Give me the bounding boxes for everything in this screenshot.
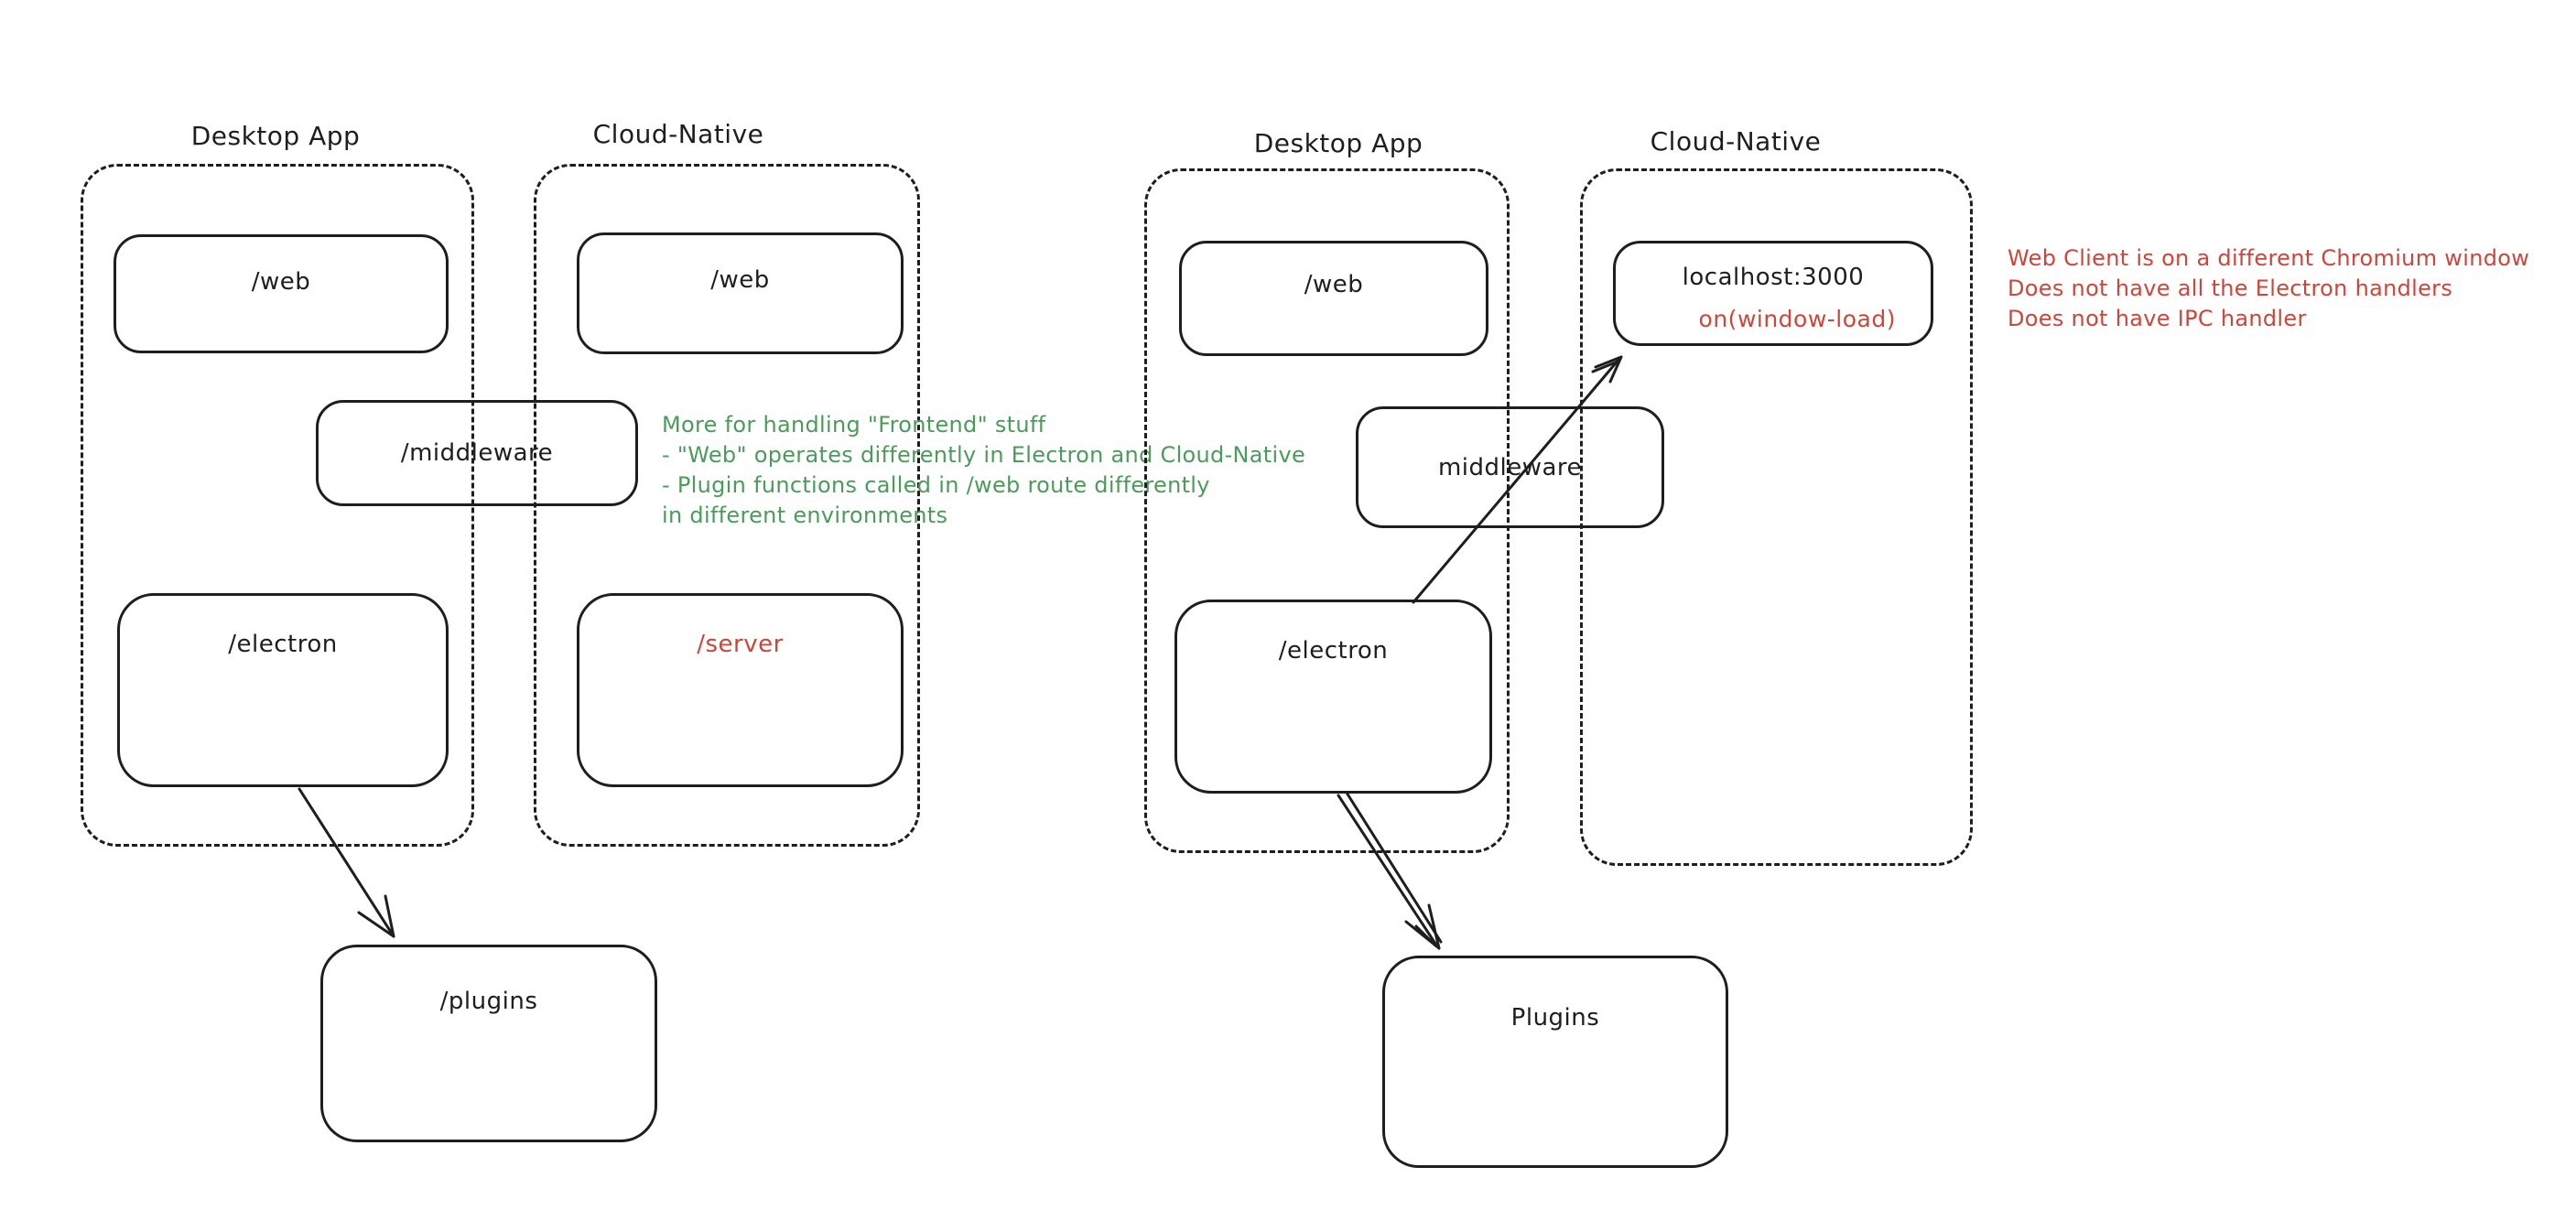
localhost-label: localhost:3000 [1682,264,1865,291]
left-cloud-web-label: /web [710,266,770,294]
left-server-label: /server [697,631,784,658]
red-annotation-line: Does not have IPC handler [2008,306,2307,331]
right-cloud-group-label[interactable]: Cloud-Native [1650,126,1822,157]
red-annotation-line: Does not have all the Electron handlers [2008,276,2453,301]
left-middleware-label: /middleware [400,439,554,467]
red-annotation[interactable]: Web Client is on a different Chromium wi… [2008,243,2529,334]
right-desktop-web-label: /web [1304,271,1364,298]
left-plugins-box[interactable]: /plugins [320,945,657,1142]
left-cloud-web-box[interactable]: /web [577,232,904,354]
green-annotation-line: - Plugin functions called in /web route … [662,472,1210,498]
right-desktop-web-box[interactable]: /web [1179,241,1488,356]
window-load-label: on(window-load) [1698,306,1896,332]
right-electron-box[interactable]: /electron [1174,600,1492,794]
red-annotation-line: Web Client is on a different Chromium wi… [2008,245,2530,271]
left-plugins-label: /plugins [439,988,538,1015]
left-middleware-box[interactable]: /middleware [316,400,638,506]
right-electron-label: /electron [1278,637,1389,665]
green-annotation-line: in different environments [662,503,948,528]
right-middleware-box[interactable]: middleware [1356,406,1664,528]
right-plugins-box[interactable]: Plugins [1382,956,1728,1168]
right-plugins-label: Plugins [1510,1004,1600,1032]
left-server-box[interactable]: /server [577,593,904,787]
right-middleware-label: middleware [1437,453,1583,481]
right-desktop-group-label[interactable]: Desktop App [1253,128,1423,158]
green-annotation-line: More for handling "Frontend" stuff [662,412,1046,438]
localhost-box[interactable]: localhost:3000 on(window-load) [1613,241,1933,346]
green-annotation-line: - "Web" operates differently in Electron… [662,442,1306,468]
left-desktop-web-box[interactable]: /web [114,234,449,353]
left-desktop-web-label: /web [251,268,311,296]
left-electron-label: /electron [228,631,338,658]
left-electron-box[interactable]: /electron [117,593,449,787]
green-annotation[interactable]: More for handling "Frontend" stuff - "We… [662,410,1305,531]
left-desktop-group-label[interactable]: Desktop App [190,121,361,151]
left-cloud-group-label[interactable]: Cloud-Native [592,119,764,149]
